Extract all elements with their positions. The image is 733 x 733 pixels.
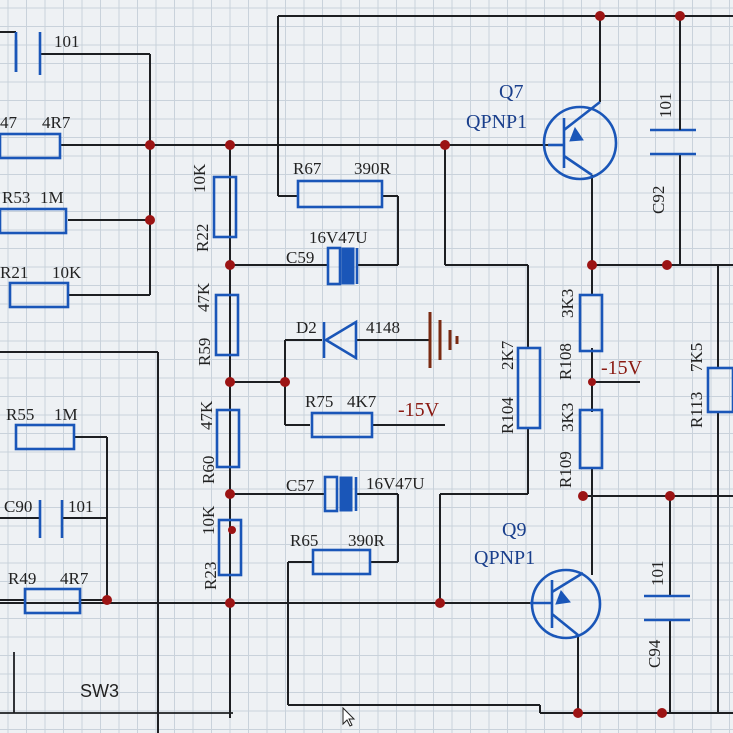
label-q7-ref: Q7 (499, 81, 523, 103)
mouse-cursor-icon (342, 706, 356, 727)
label-r55-value: 1M (54, 405, 78, 424)
resistor-r113[interactable] (706, 366, 733, 414)
resistor-r21[interactable] (8, 281, 70, 309)
resistor-r55[interactable] (14, 423, 76, 451)
label-d2-ref: D2 (296, 318, 317, 337)
label-q9-value: QPNP1 (474, 547, 535, 569)
ground-icon (428, 312, 459, 368)
label-r49-ref: R49 (8, 569, 36, 588)
resistor-r23[interactable] (217, 518, 243, 577)
net-label-neg15-a: -15V (398, 399, 440, 421)
label-r108-ref: R108 (556, 343, 575, 380)
label-r67-ref: R67 (293, 159, 322, 178)
label-r113-value: 7K5 (687, 343, 706, 372)
resistor-r59[interactable] (214, 293, 240, 357)
capacitor-c90[interactable] (38, 500, 64, 538)
junctions (102, 11, 685, 718)
net-label-neg15-b: -15V (601, 357, 643, 379)
label-r47-ref: 47 (0, 113, 18, 132)
resistor-r109[interactable] (578, 408, 604, 470)
capacitor-top-left[interactable] (14, 32, 42, 75)
resistor-r67[interactable] (296, 179, 384, 209)
resistor-r108[interactable] (578, 293, 604, 353)
resistor-r65[interactable] (311, 548, 372, 576)
label-c90-value: 101 (68, 497, 94, 516)
label-r53-value: 1M (40, 188, 64, 207)
label-sheet-sw3: SW3 (80, 681, 119, 701)
label-r23-value: 10K (199, 505, 218, 535)
label-r75-ref: R75 (305, 392, 333, 411)
label-c92-ref: C92 (649, 186, 668, 214)
label-r21-ref: R21 (0, 263, 28, 282)
label-d2-value: 4148 (366, 318, 400, 337)
label-r59-ref: R59 (195, 338, 214, 366)
label-c57-ref: C57 (286, 476, 315, 495)
diode-d2[interactable] (322, 319, 358, 361)
resistor-r22[interactable] (212, 175, 238, 239)
label-c59-ref: C59 (286, 248, 314, 267)
label-r108-value: 3K3 (558, 289, 577, 318)
resistor-r104[interactable] (516, 346, 542, 430)
label-r65-ref: R65 (290, 531, 318, 550)
label-q7-value: QPNP1 (466, 111, 527, 133)
label-r59-value: 47K (194, 282, 213, 312)
label-c94-ref: C94 (645, 639, 664, 668)
label-q9-ref: Q9 (502, 519, 526, 541)
label-r22-value: 10K (190, 163, 209, 193)
label-r67-value: 390R (354, 159, 392, 178)
label-c94-value: 101 (648, 561, 667, 587)
label-c92-value: 101 (656, 93, 675, 119)
transistor-q9[interactable] (530, 568, 602, 640)
label-r55-ref: R55 (6, 405, 34, 424)
label-c59-value: 16V47U (309, 228, 368, 247)
resistor-r49[interactable] (23, 587, 82, 615)
label-r104-value: 2K7 (498, 340, 517, 370)
capacitor-c92[interactable] (650, 108, 696, 156)
capacitor-c57[interactable] (323, 475, 358, 513)
label-r104-ref: R104 (498, 397, 517, 434)
capacitor-c94[interactable] (644, 594, 690, 622)
label-r75-value: 4K7 (347, 392, 377, 411)
labels: 101 47 4R7 R53 1M R21 10K 10K R22 47K R5… (0, 32, 706, 701)
label-r109-value: 3K3 (558, 403, 577, 432)
transistor-q7[interactable] (542, 100, 618, 181)
label-c57-value: 16V47U (366, 474, 425, 493)
capacitor-c59[interactable] (326, 246, 359, 286)
label-r49-value: 4R7 (60, 569, 89, 588)
resistor-r60[interactable] (215, 408, 241, 469)
resistor-r47[interactable] (0, 132, 62, 160)
label-r109-ref: R109 (556, 451, 575, 488)
label-r60-value: 47K (197, 400, 216, 430)
label-r60-ref: R60 (199, 456, 218, 484)
label-r65-value: 390R (348, 531, 386, 550)
label-r21-value: 10K (52, 263, 82, 282)
label-c-top-left-value: 101 (54, 32, 80, 51)
label-r22-ref: R22 (193, 224, 212, 252)
label-r113: R113 (687, 392, 706, 428)
label-r53-ref: R53 (2, 188, 30, 207)
sheet-block-sw3 (0, 652, 233, 714)
label-r23-ref: R23 (201, 562, 220, 590)
label-c90-ref: C90 (4, 497, 32, 516)
resistor-r53[interactable] (0, 207, 68, 235)
resistor-r75[interactable] (310, 411, 374, 439)
label-r47-value: 4R7 (42, 113, 71, 132)
